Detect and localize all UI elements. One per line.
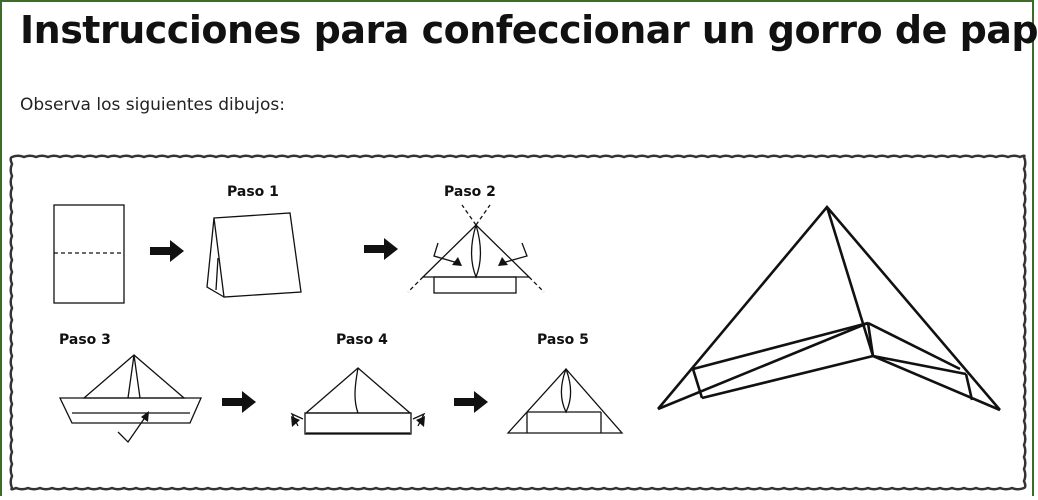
step-4-illustration <box>290 367 426 435</box>
arrow-right-icon <box>364 238 398 260</box>
arrow-right-icon <box>222 391 256 413</box>
fold-arrow-icon <box>141 411 149 422</box>
step-1-label: Paso 1 <box>227 184 279 200</box>
finished-hat-illustration <box>657 204 1001 412</box>
step-5-label: Paso 5 <box>537 332 589 348</box>
arrow-right-icon <box>454 391 488 413</box>
step-2-illustration <box>407 204 545 294</box>
step-3-illustration <box>58 354 202 444</box>
wavy-frame <box>9 154 1027 491</box>
step-5-illustration <box>506 368 624 434</box>
step-2-label: Paso 2 <box>444 184 496 200</box>
page-title: Instrucciones para confeccionar un gorro… <box>20 8 1038 52</box>
fold-arrow-icons <box>452 257 508 266</box>
step-1-illustration <box>206 212 302 298</box>
paper-sheet-illustration <box>53 204 125 304</box>
intro-text: Observa los siguientes dibujos: <box>20 95 286 115</box>
step-3-label: Paso 3 <box>59 332 111 348</box>
step-4-label: Paso 4 <box>336 332 388 348</box>
arrow-right-icon <box>150 240 184 262</box>
fold-arrow-icons <box>291 416 425 427</box>
